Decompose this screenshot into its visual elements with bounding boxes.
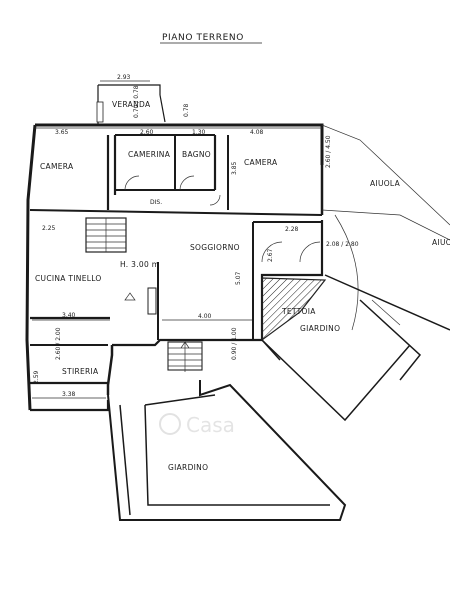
room-label-tettoia: TETTOIA xyxy=(281,307,316,316)
veranda-small-dim-2: 0.78 xyxy=(183,103,190,117)
room-label-disimpegno: DIS. xyxy=(150,199,162,206)
camera-right-height-dim: 2.60 / 4.50 xyxy=(325,135,332,168)
stireria-width-dim: 3.38 xyxy=(62,391,76,398)
watermark: Casa xyxy=(159,413,235,437)
room-label-aiuola-1: AIUOLA xyxy=(370,179,401,188)
stair-dim: 0.90 / 1.00 xyxy=(231,327,238,360)
room-label-bagno: BAGNO xyxy=(182,150,211,159)
room-label-giardino-2: GIARDINO xyxy=(168,463,208,472)
cucina-width-dim: 2.25 xyxy=(42,225,56,232)
garden-lower xyxy=(107,380,347,521)
stireria-depth-dim: 2.60 / 2.00 xyxy=(55,327,62,360)
closet-door-swing xyxy=(261,241,283,263)
living-walls xyxy=(30,221,322,340)
kitchen-door xyxy=(124,287,157,315)
camera-right-depth-dim: 3.85 xyxy=(231,161,238,175)
interior-stair xyxy=(85,217,127,253)
room-label-soggiorno: SOGGIORNO xyxy=(190,243,240,252)
room-label-cameretta: CAMERINA xyxy=(128,150,171,159)
door-swings-top xyxy=(124,175,221,206)
room-label-camera-right: CAMERA xyxy=(244,158,278,167)
room-label-stireria: STIRERIA xyxy=(62,367,99,376)
tettoia-dim: 2.08 / 2.80 xyxy=(326,241,359,248)
room-label-aiuola-2: AIUO xyxy=(432,238,450,247)
veranda-small-dim-1: 0.70 / 0.78 xyxy=(133,85,140,118)
cucina-depth-dim: 3.40 xyxy=(62,312,76,319)
watermark-text: Casa xyxy=(186,413,235,437)
room-label-giardino-1: GIARDINO xyxy=(300,324,340,333)
closet-door-swing-2 xyxy=(299,241,321,263)
soggiorno-depth-dim: 5.07 xyxy=(235,271,242,285)
closet-depth-dim: 2.67 xyxy=(267,248,274,262)
ceiling-height-dim: H. 3.00 m xyxy=(120,260,159,269)
cameretta-width-dim: 2.60 xyxy=(140,129,154,136)
tettoia-hatch xyxy=(261,277,327,342)
soggiorno-width-dim: 4.00 xyxy=(198,313,212,320)
room-label-cucina: CUCINA TINELLO xyxy=(35,274,102,283)
plan-title: PIANO TERRENO xyxy=(162,33,244,43)
veranda-width-dim: 2.93 xyxy=(117,74,131,81)
bagno-width-dim: 1.30 xyxy=(192,129,206,136)
aiuola-area xyxy=(321,124,450,331)
top-dimensions: 3.65 2.60 1.30 4.08 xyxy=(35,127,322,136)
camera-left-width-dim: 3.65 xyxy=(55,129,69,136)
stireria-side-dim: 2.59 xyxy=(33,370,40,384)
bedroom-walls xyxy=(29,134,323,216)
garden-right xyxy=(261,274,450,422)
camera-right-width-dim: 4.08 xyxy=(250,129,264,136)
veranda-column xyxy=(96,101,104,123)
closet-width-dim: 2.28 xyxy=(285,226,299,233)
room-label-camera-left: CAMERA xyxy=(40,162,74,171)
room-label-veranda: VERANDA xyxy=(112,100,151,109)
entry-stair xyxy=(167,340,203,372)
